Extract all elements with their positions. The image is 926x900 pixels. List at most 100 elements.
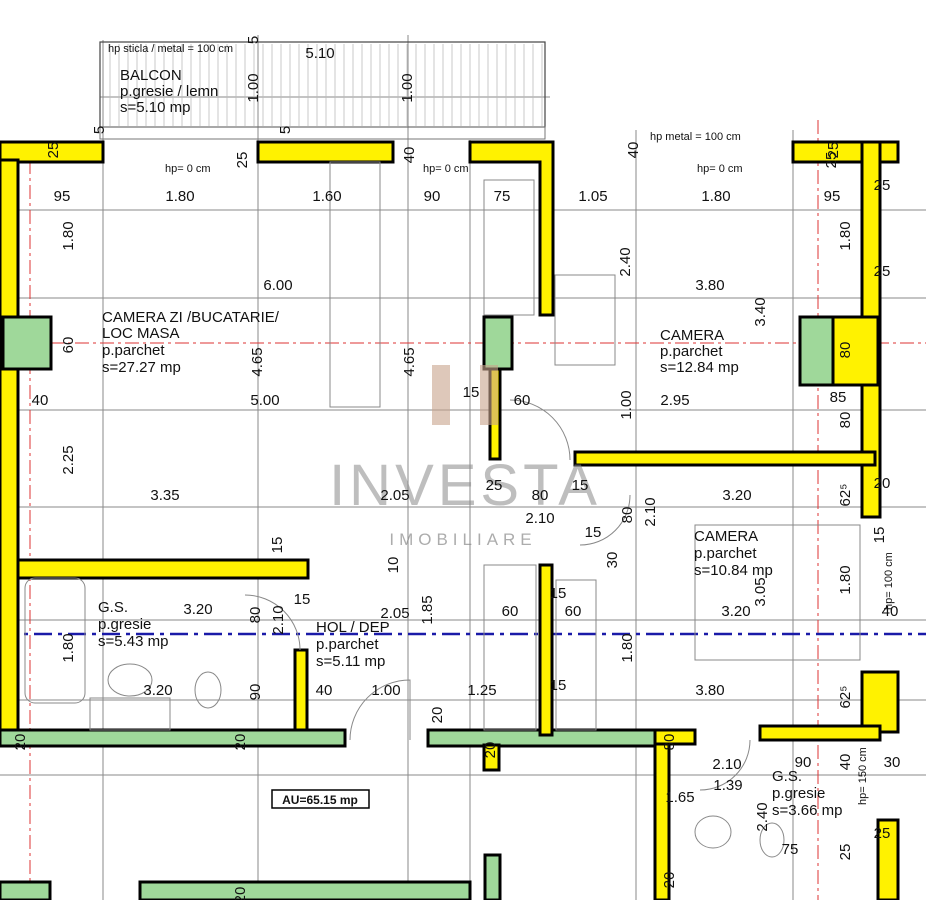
dimension-label: 20 — [232, 887, 249, 900]
dimension-label: 20 — [429, 707, 446, 724]
dimension-label: 1.65 — [665, 789, 694, 806]
dimension-label: 90 — [424, 188, 441, 205]
dimension-label: 80 — [247, 607, 264, 624]
dimension-label: 40 — [882, 603, 899, 620]
dimension-label: 1.00 — [371, 682, 400, 699]
dimension-label: 15 — [269, 537, 286, 554]
dimension-label: 3.40 — [752, 297, 769, 326]
room-area: s=5.10 mp — [120, 99, 190, 116]
height-note: hp= 150 cm — [857, 747, 869, 805]
dimension-label: 2.10 — [712, 756, 741, 773]
dimension-label: 1.60 — [312, 188, 341, 205]
room-floor: p.parchet — [694, 545, 757, 562]
dimension-label: 20 — [661, 872, 678, 889]
dimension-label: 1.80 — [701, 188, 730, 205]
dimension-label: 25 — [874, 825, 891, 842]
dimension-label: 1.00 — [399, 73, 416, 102]
dimension-label: 40 — [837, 754, 854, 771]
dimension-label: 15 — [463, 384, 480, 401]
room-name: CAMERA — [694, 528, 758, 545]
watermark: INVESTA IMOBILIARE — [329, 365, 597, 549]
height-note: hp= 0 cm — [697, 163, 743, 175]
dimension-label: 5 — [277, 126, 294, 134]
dimension-label: 62⁵ — [837, 484, 854, 507]
dimension-label: 40 — [316, 682, 333, 699]
height-note: hp sticla / metal = 100 cm — [108, 43, 233, 55]
dimension-label: 40 — [625, 142, 642, 159]
dimension-label: 62⁵ — [837, 686, 854, 709]
room-balcony: BALCON p.gresie / lemn s=5.10 mp — [120, 67, 218, 116]
room-name: CAMERA ZI /BUCATARIE/ — [102, 309, 280, 326]
room-area: s=3.66 mp — [772, 802, 842, 819]
dimension-label: 95 — [54, 188, 71, 205]
dimension-label: 3.20 — [183, 601, 212, 618]
room-floor: p.gresie / lemn — [120, 83, 218, 100]
room-name: G.S. — [772, 768, 802, 785]
dimension-label: 90 — [247, 684, 264, 701]
room-bedroom-2: CAMERA p.parchet s=10.84 mp — [694, 528, 773, 579]
dimension-label: 25 — [486, 477, 503, 494]
room-floor: p.parchet — [102, 342, 165, 359]
room-floor: p.gresie — [772, 785, 825, 802]
dimension-label: 1.00 — [618, 390, 635, 419]
dimension-label: 1.85 — [419, 595, 436, 624]
walls — [0, 140, 900, 900]
total-area: AU=65.15 mp — [271, 789, 370, 809]
room-area: s=12.84 mp — [660, 359, 739, 376]
dimension-label: 3.80 — [695, 277, 724, 294]
dimension-label: 3.35 — [150, 487, 179, 504]
dimension-label: 80 — [532, 487, 549, 504]
dimension-label: 1.25 — [467, 682, 496, 699]
height-notes: hp sticla / metal = 100 cm hp= 0 cm hp= 0 … — [108, 43, 895, 805]
dimension-label: 40 — [32, 392, 49, 409]
dimension-label: 3.20 — [721, 603, 750, 620]
dimension-label: 25 — [837, 844, 854, 861]
dimension-label: 25 — [45, 142, 62, 159]
room-hallway: HOL / DEP p.parchet s=5.11 mp — [316, 619, 390, 670]
room-name: G.S. — [98, 599, 128, 616]
dimension-label: 3.80 — [695, 682, 724, 699]
dimension-label: 80 — [837, 412, 854, 429]
dimension-label: 5.00 — [250, 392, 279, 409]
room-floor: p.parchet — [316, 636, 379, 653]
dimension-label: 1.80 — [837, 565, 854, 594]
dimension-label: 1.80 — [60, 633, 77, 662]
room-area: s=27.27 mp — [102, 359, 181, 376]
room-area: s=5.11 mp — [316, 653, 385, 670]
dimension-label: 25 — [234, 152, 251, 169]
room-floor: p.gresie — [98, 616, 151, 633]
dimension-label: 1.05 — [578, 188, 607, 205]
dimension-label: 1.39 — [713, 777, 742, 794]
dimension-label: 1.80 — [60, 221, 77, 250]
height-note: hp= 100 cm — [883, 552, 895, 610]
total-area-label: AU=65.15 mp — [282, 793, 358, 807]
room-living-kitchen: CAMERA ZI /BUCATARIE/ LOC MASA p.parchet… — [102, 309, 280, 376]
height-note: hp= 0 cm — [423, 163, 469, 175]
dimension-label: 4.65 — [249, 347, 266, 376]
dimension-label: 15 — [550, 585, 567, 602]
dimension-label: 4.65 — [401, 347, 418, 376]
dimension-label: 80 — [837, 342, 854, 359]
dimension-label: 10 — [385, 557, 402, 574]
room-name: CAMERA — [660, 327, 724, 344]
balcony — [99, 41, 546, 140]
dimension-label: 1.80 — [165, 188, 194, 205]
dimension-label: 5.10 — [305, 45, 334, 62]
dimension-label: 30 — [884, 754, 901, 771]
dimension-label: 25 — [874, 177, 891, 194]
dimension-label: 80 — [619, 507, 636, 524]
dimension-label: 2.10 — [642, 497, 659, 526]
dimension-label: 80 — [661, 734, 678, 751]
dimension-label: 2.05 — [380, 605, 409, 622]
dimension-label: 40 — [401, 147, 418, 164]
dimension-label: 5 — [245, 36, 262, 44]
room-bathroom-2: G.S. p.gresie s=3.66 mp — [772, 768, 842, 819]
dimension-label: 20 — [12, 734, 29, 751]
dimension-label: 25 — [823, 152, 840, 169]
dimension-label: 30 — [604, 552, 621, 569]
dimension-label: 90 — [795, 754, 812, 771]
dimension-label: 2.10 — [525, 510, 554, 527]
dimension-label: 2.40 — [754, 802, 771, 831]
dimension-label: 60 — [514, 392, 531, 409]
